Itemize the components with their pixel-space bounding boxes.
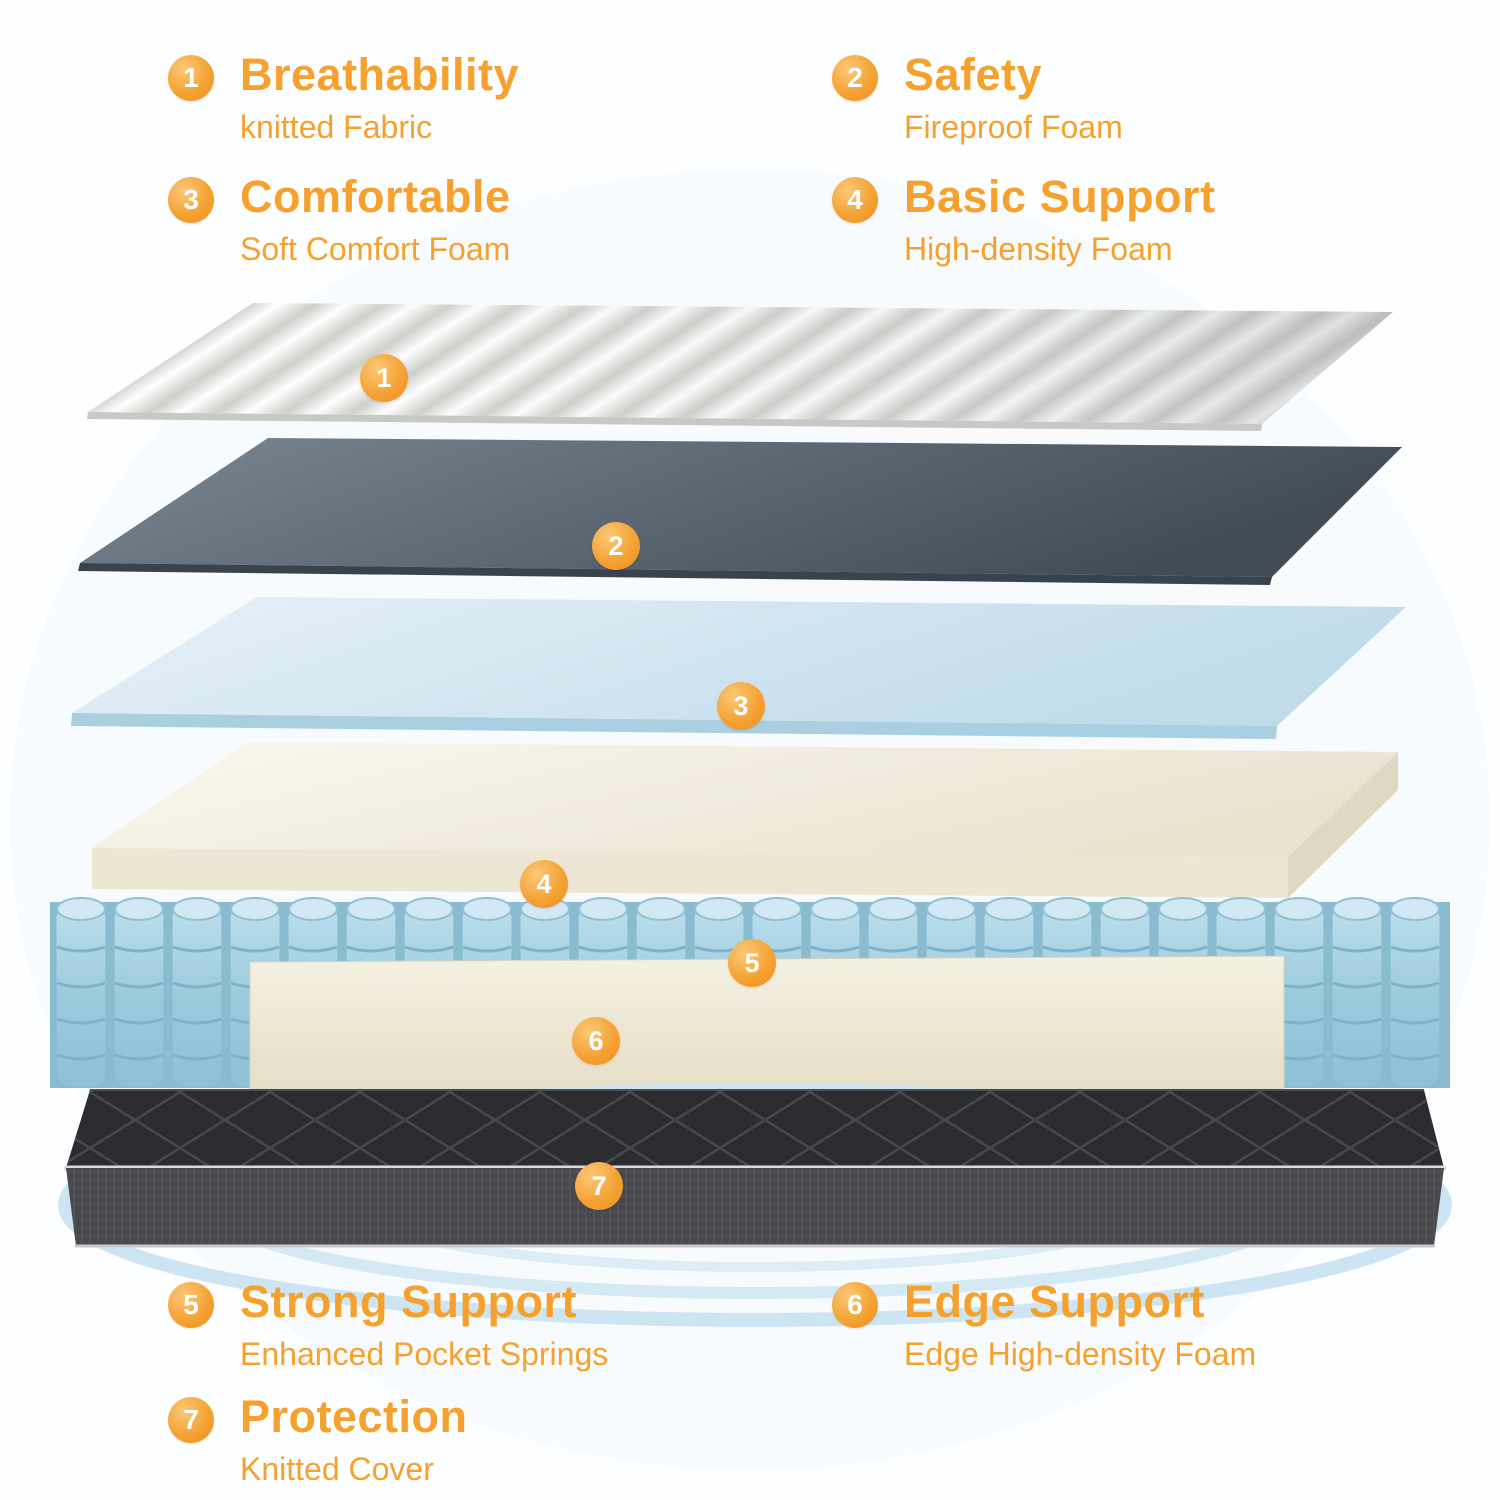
feature-safety: 2 Safety Fireproof Foam bbox=[832, 50, 1123, 146]
feature-basic-support: 4 Basic Support High-density Foam bbox=[832, 172, 1216, 268]
feature-title: Comfortable bbox=[240, 171, 511, 222]
feature-title: Protection bbox=[240, 1391, 468, 1442]
feature-title: Basic Support bbox=[904, 171, 1216, 222]
feature-comfortable: 3 Comfortable Soft Comfort Foam bbox=[168, 172, 511, 268]
feature-subtitle: knitted Fabric bbox=[240, 108, 433, 145]
diagram-marker-6: 6 bbox=[572, 1017, 620, 1065]
feature-title: Safety bbox=[904, 49, 1043, 100]
diagram-marker-7: 7 bbox=[575, 1162, 623, 1210]
feature-title: Strong Support bbox=[240, 1276, 577, 1327]
feature-number-badge: 5 bbox=[168, 1282, 214, 1328]
feature-title: Edge Support bbox=[904, 1276, 1205, 1327]
feature-subtitle: Fireproof Foam bbox=[904, 108, 1123, 145]
feature-number-badge: 6 bbox=[832, 1282, 878, 1328]
feature-subtitle: Enhanced Pocket Springs bbox=[240, 1335, 609, 1372]
feature-subtitle: Soft Comfort Foam bbox=[240, 230, 511, 267]
diagram-marker-5: 5 bbox=[728, 939, 776, 987]
high-density-foam-layer bbox=[92, 742, 1398, 898]
diagram-marker-3: 3 bbox=[717, 682, 765, 730]
soft-comfort-foam-layer bbox=[71, 597, 1406, 739]
feature-edge-support: 6 Edge Support Edge High-density Foam bbox=[832, 1277, 1256, 1373]
knitted-fabric-layer bbox=[87, 303, 1393, 431]
knitted-cover-base-layer bbox=[63, 1089, 1447, 1248]
feature-number-badge: 4 bbox=[832, 177, 878, 223]
feature-number-badge: 7 bbox=[168, 1397, 214, 1443]
feature-subtitle: Edge High-density Foam bbox=[904, 1335, 1257, 1372]
diagram-marker-4: 4 bbox=[520, 860, 568, 908]
feature-breathability: 1 Breathability knitted Fabric bbox=[168, 50, 519, 146]
feature-subtitle: High-density Foam bbox=[904, 230, 1173, 267]
feature-protection: 7 Protection Knitted Cover bbox=[168, 1392, 468, 1488]
feature-title: Breathability bbox=[240, 49, 520, 100]
diagram-marker-1: 1 bbox=[360, 354, 408, 402]
fireproof-foam-layer bbox=[78, 438, 1402, 585]
feature-number-badge: 2 bbox=[832, 55, 878, 101]
feature-subtitle: Knitted Cover bbox=[240, 1450, 434, 1487]
diagram-marker-2: 2 bbox=[592, 522, 640, 570]
feature-number-badge: 3 bbox=[168, 177, 214, 223]
feature-number-badge: 1 bbox=[168, 55, 214, 101]
feature-strong-support: 5 Strong Support Enhanced Pocket Springs bbox=[168, 1277, 608, 1373]
